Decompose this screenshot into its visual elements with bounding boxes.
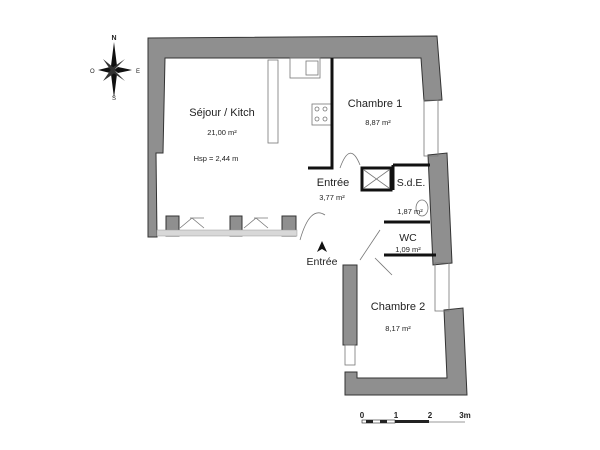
compass-east: E [136,69,140,75]
scale-tick-0: 0 [360,411,365,420]
room-name-entree: Entrée [317,177,349,189]
room-name-wc: WC [399,232,417,244]
room-name-sejour: Séjour / Kitch [189,107,254,119]
room-name-chambre-1: Chambre 1 [348,98,402,110]
scale-tick-3: 3m [459,411,471,420]
room-area-entree: 3,77 m² [319,193,345,202]
room-area-chambre-2: 8,17 m² [385,324,411,333]
kitchen-fixtures [267,57,332,144]
compass-south: S [112,96,116,102]
room-area-sejour: 21,00 m² [207,128,237,137]
compass-north: N [111,35,116,42]
scale-tick-1: 1 [394,411,399,420]
room-area-chambre-1: 8,87 m² [365,118,391,127]
windows [179,99,450,366]
room-area-sde: 1,87 m² [397,207,423,216]
room-name-sde: S.d.E. [397,177,426,189]
scale-bar: 0 1 2 3m [360,411,471,424]
room-height-sejour: Hsp = 2,44 m [194,154,239,163]
scale-tick-2: 2 [428,411,433,420]
interior-walls [299,58,436,276]
outer-walls [147,35,468,396]
room-area-wc: 1,09 m² [395,245,421,254]
compass-west: O [90,69,95,75]
room-name-chambre-2: Chambre 2 [371,301,425,313]
entrance-arrow-icon [317,241,327,252]
entrance-label: Entrée [307,256,338,268]
compass-rose-icon: N S E O [90,35,140,102]
